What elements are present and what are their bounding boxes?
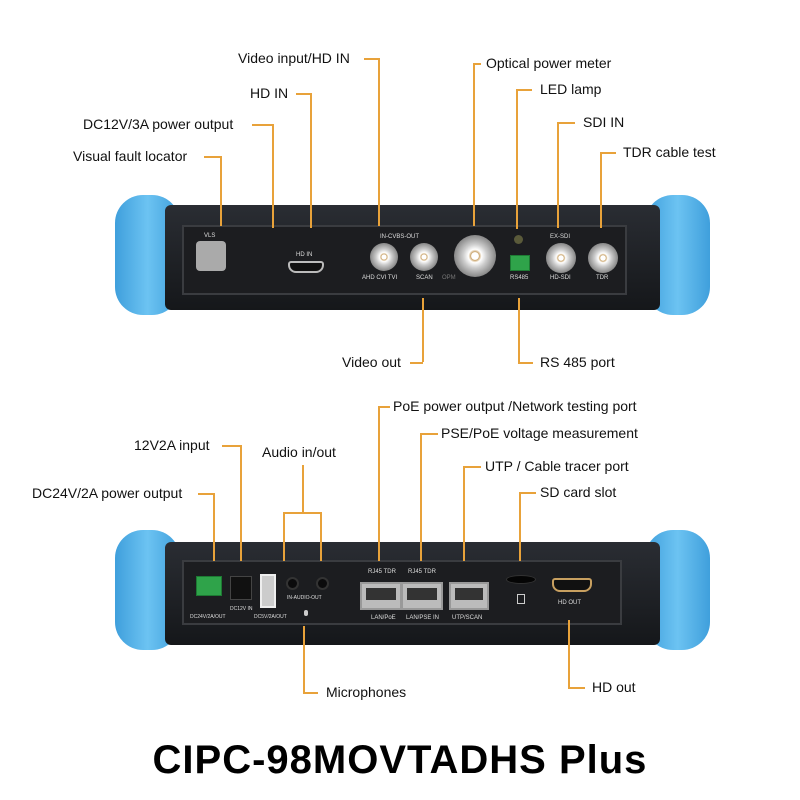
callout-sdi: SDI IN [583, 114, 625, 130]
dc12in-label: DC12V IN [230, 606, 253, 612]
dc5-label: DC5V/2A/OUT [254, 614, 287, 620]
vfl-port[interactable] [196, 241, 226, 271]
tdr-label: TDR [596, 275, 609, 281]
callout-rs485: RS 485 port [540, 354, 615, 370]
sd-card-icon [517, 594, 525, 604]
callout-utp: UTP / Cable tracer port [485, 458, 629, 474]
audio-label: IN-AUDIO-OUT [287, 595, 322, 601]
sd-card-slot[interactable] [506, 575, 536, 584]
lan-poe-port[interactable] [360, 582, 402, 610]
rj45b-label: RJ45 TDR [408, 569, 436, 575]
callout-12v-input: 12V2A input [134, 437, 210, 453]
hd-in-port[interactable] [288, 261, 324, 273]
rs485-terminal[interactable] [510, 255, 530, 271]
dc24v-terminal[interactable] [196, 576, 222, 596]
ahd-label: AHD CVI TVI [362, 275, 398, 281]
callout-hd-in: HD IN [250, 85, 289, 101]
audio-out-jack[interactable] [316, 577, 329, 590]
rs485-label: RS485 [510, 275, 529, 281]
callout-hd-out: HD out [592, 679, 636, 695]
cvbs-label: IN-CVBS-OUT [380, 234, 419, 240]
callout-led: LED lamp [540, 81, 602, 97]
bottom-connector-panel: DC24V/2A/OUT DC12V IN DC5V/2A/OUT IN-AUD… [182, 560, 622, 625]
scan-label: SCAN [416, 275, 433, 281]
usb-port[interactable] [260, 574, 276, 608]
callout-poe: PoE power output /Network testing port [393, 398, 637, 414]
product-title: CIPC-98MOVTADHS Plus [152, 738, 648, 782]
top-connector-panel: VLS HD IN IN-CVBS-OUT AHD CVI TVI SCAN O… [182, 225, 627, 295]
callout-sd: SD card slot [540, 484, 617, 500]
dc12v-in-jack[interactable] [230, 576, 252, 600]
lan-pse-port[interactable] [401, 582, 443, 610]
lanpse-label: LAN/PSE IN [406, 615, 440, 621]
dc24-label: DC24V/2A/OUT [190, 614, 226, 620]
led-lamp-icon [514, 235, 523, 244]
sdi-port[interactable] [546, 243, 576, 273]
scan-port[interactable] [410, 243, 438, 271]
callout-video-out: Video out [342, 354, 401, 370]
callout-pse: PSE/PoE voltage measurement [441, 425, 638, 441]
opm-label: OPM [442, 275, 456, 281]
rj45a-label: RJ45 TDR [368, 569, 396, 575]
callout-opm: Optical power meter [486, 55, 612, 71]
audio-in-jack[interactable] [286, 577, 299, 590]
callout-vfl: Visual fault locator [73, 148, 188, 164]
hdsdi-label: HD-SDI [550, 275, 571, 281]
hd-out-port[interactable] [552, 578, 592, 592]
cvbs-in-port[interactable] [370, 243, 398, 271]
callout-video-input: Video input/HD IN [238, 50, 350, 66]
vls-label: VLS [204, 233, 216, 239]
utpscan-label: UTP/SCAN [452, 615, 483, 621]
tdr-port[interactable] [588, 243, 618, 273]
callout-dc24v: DC24V/2A power output [32, 485, 183, 501]
hd-in-label: HD IN [296, 252, 313, 258]
lanpoe-label: LAN/PoE [371, 615, 396, 621]
exsdi-label: EX-SDI [550, 234, 571, 240]
callout-tdr: TDR cable test [623, 144, 716, 160]
microphone-icon [304, 610, 308, 616]
opm-port[interactable] [454, 235, 496, 277]
callout-audio: Audio in/out [262, 444, 336, 460]
hdout-label: HD OUT [558, 600, 581, 606]
utp-scan-port[interactable] [449, 582, 489, 610]
callout-microphones: Microphones [326, 684, 407, 700]
callout-dc12v: DC12V/3A power output [83, 116, 234, 132]
